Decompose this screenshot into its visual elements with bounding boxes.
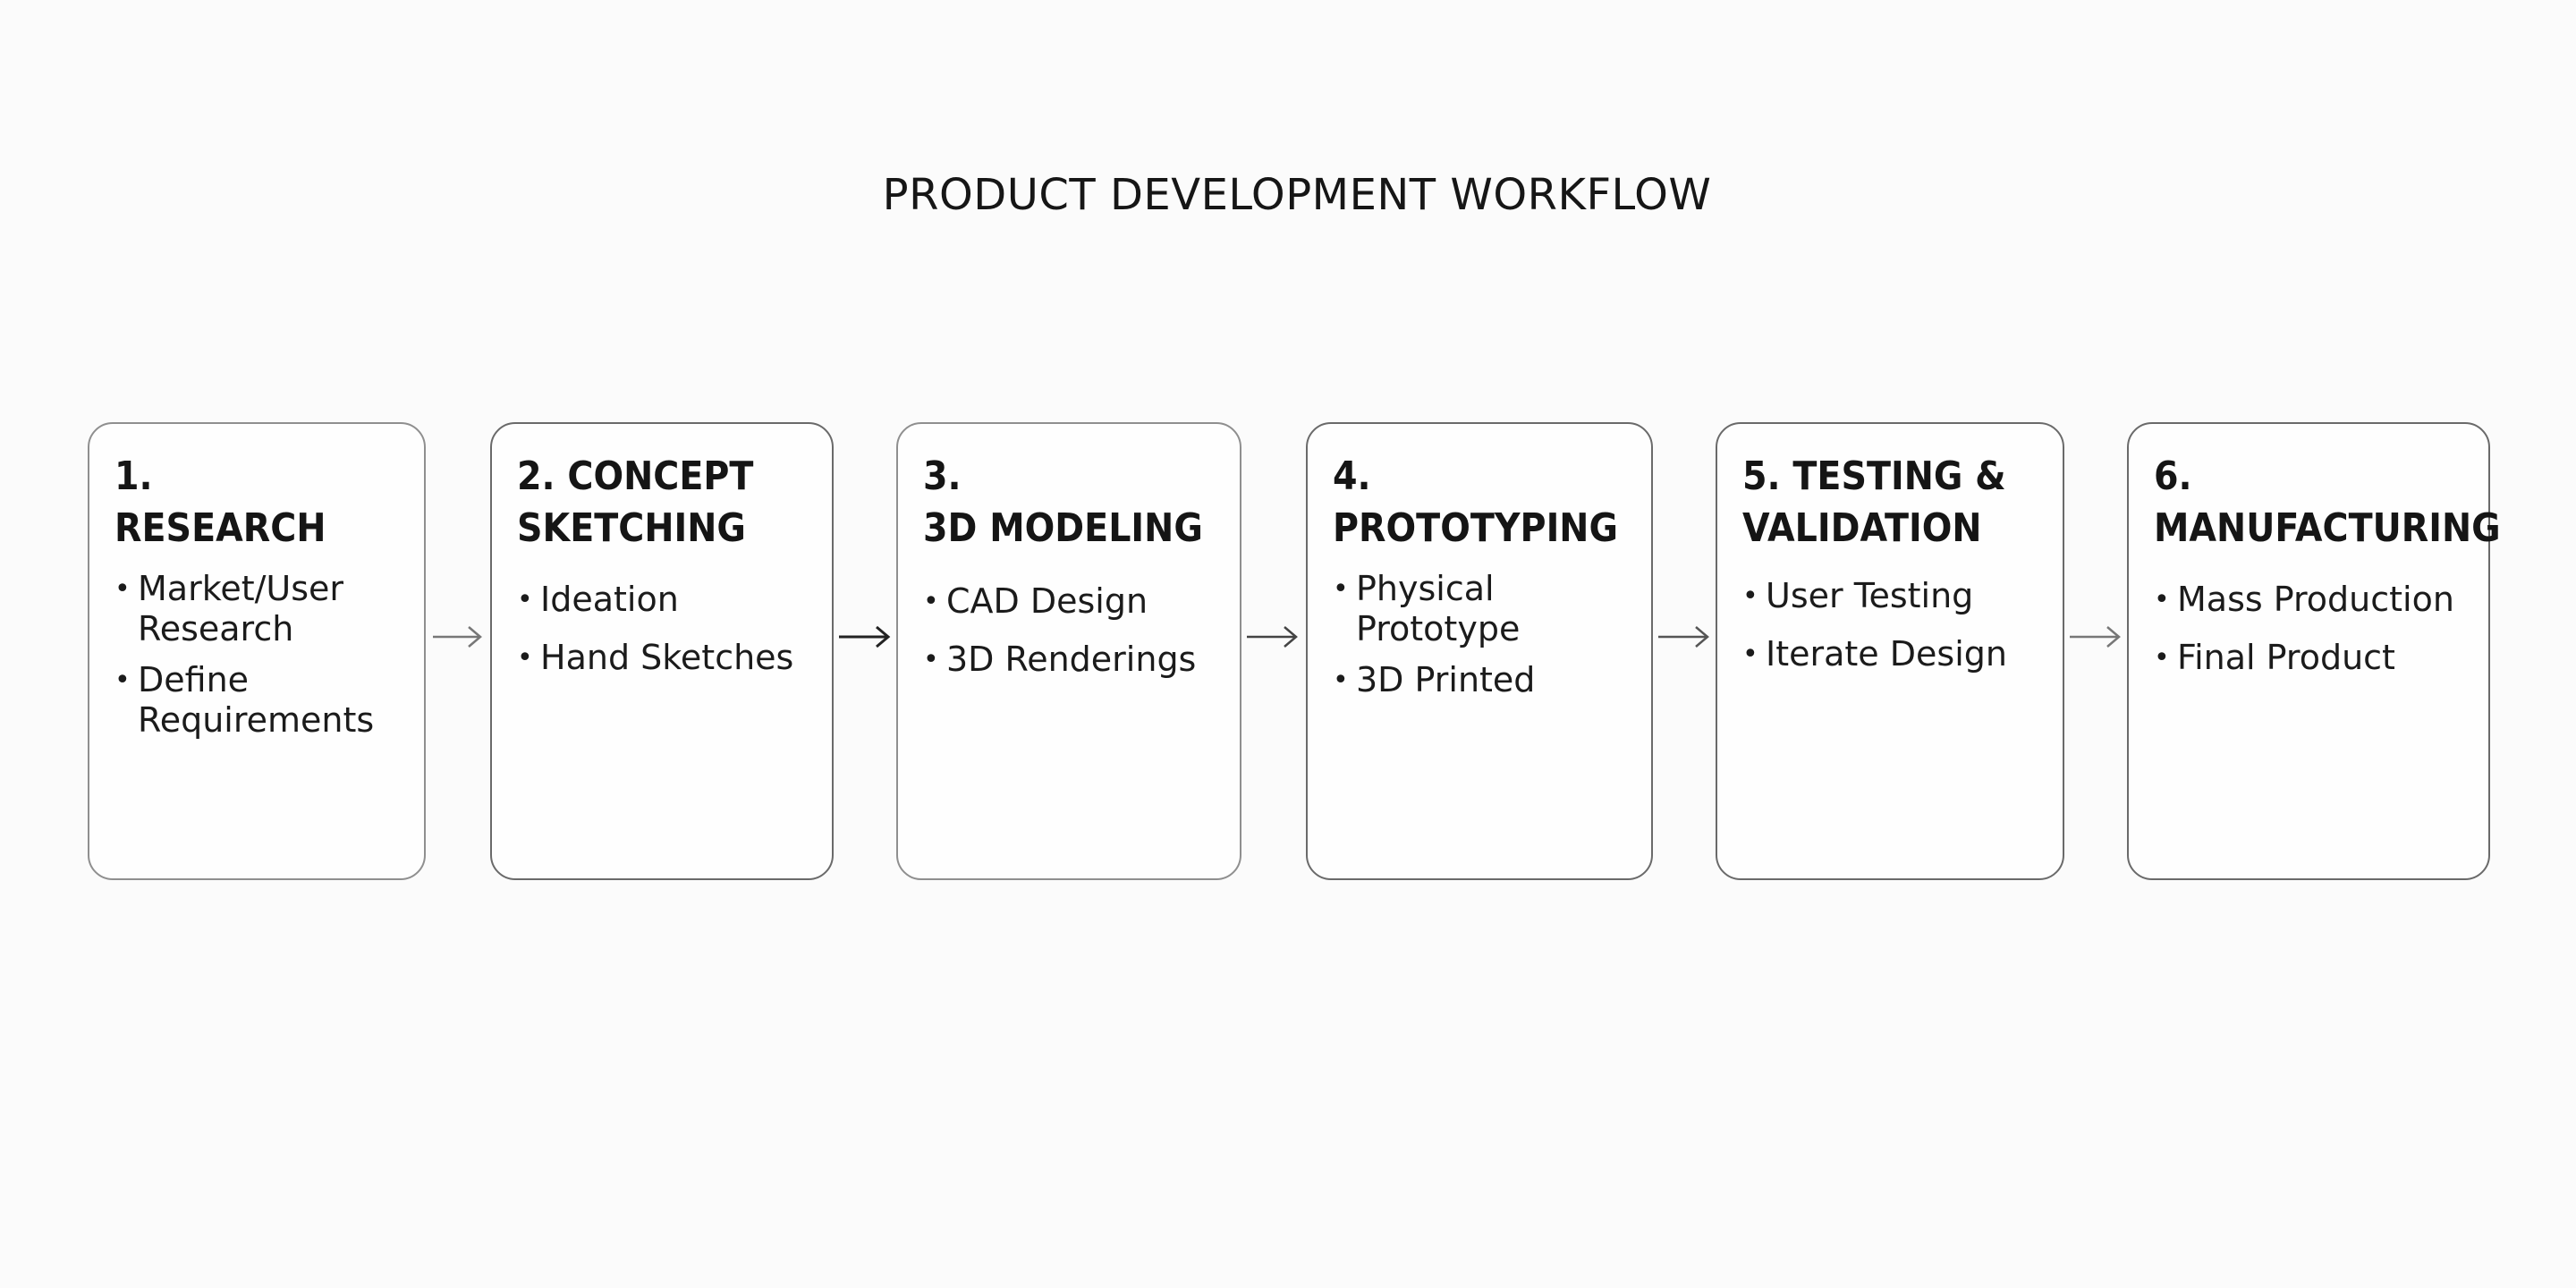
- bullet-text: User Testing: [1766, 576, 1974, 615]
- bullet-dot: •: [1333, 665, 1349, 696]
- step-bullet: •User Testing: [1742, 576, 2038, 616]
- bullet-dot: •: [2154, 642, 2170, 674]
- step-bullet-list: •CAD Design •3D Renderings: [923, 581, 1215, 680]
- bullet-dot: •: [114, 665, 131, 696]
- bullet-text: Market/User Research: [138, 569, 344, 648]
- bullet-dot: •: [923, 586, 939, 617]
- bullet-dot: •: [114, 573, 131, 605]
- step-manufacturing: 6. MANUFACTURING •Mass Production •Final…: [2127, 422, 2501, 880]
- step-bullet: •Define Requirements: [114, 660, 399, 741]
- step-bullet: •Market/User Research: [114, 569, 399, 649]
- step-bullet: •3D Renderings: [923, 640, 1215, 680]
- step-concept-sketching: 2. CONCEPT SKETCHING •Ideation •Hand Ske…: [490, 422, 834, 880]
- bullet-dot: •: [517, 584, 533, 615]
- bullet-text: 3D Renderings: [946, 640, 1197, 679]
- step-title: 2. CONCEPT SKETCHING: [517, 453, 754, 551]
- step-testing-validation: 5. TESTING & VALIDATION •User Testing •I…: [1716, 422, 2064, 880]
- bullet-text: Define Requirements: [138, 660, 375, 740]
- bullet-text: 3D Printed: [1356, 660, 1536, 699]
- step-bullet-list: •User Testing •Iterate Design: [1742, 576, 2038, 674]
- bullet-dot: •: [1333, 573, 1349, 605]
- step-title: 6. MANUFACTURING: [2154, 453, 2501, 551]
- bullet-text: Ideation: [540, 580, 679, 619]
- bullet-dot: •: [1742, 639, 1758, 670]
- step-bullet: •Physical Prototype: [1333, 569, 1626, 649]
- bullet-text: Mass Production: [2177, 580, 2454, 619]
- step-research: 1. RESEARCH •Market/User Research •Defin…: [88, 422, 426, 880]
- step-bullet: • Iterate Design: [1742, 634, 2038, 674]
- arrow-right-icon: [433, 626, 482, 648]
- step-bullet-list: •Market/User Research •Define Requiremen…: [114, 569, 399, 741]
- arrow-right-icon: [1247, 626, 1298, 648]
- diagram-title: PRODUCT DEVELOPMENT WORKFLOW: [882, 170, 1712, 220]
- arrow-right-icon: [2070, 626, 2121, 648]
- step-bullet: •CAD Design: [923, 581, 1215, 622]
- step-title: 1. RESEARCH: [114, 453, 326, 551]
- bullet-dot: •: [2154, 584, 2170, 615]
- bullet-text: Final Product: [2177, 638, 2395, 677]
- bullet-dot: •: [1742, 580, 1758, 612]
- step-bullet-list: •Ideation •Hand Sketches: [517, 580, 807, 678]
- step-3d-modeling: 3. 3D MODELING •CAD Design •3D Rendering…: [896, 422, 1241, 880]
- arrow-right-icon: [1658, 626, 1709, 648]
- bullet-text: Hand Sketches: [540, 638, 794, 677]
- step-bullet-list: •Mass Production •Final Product: [2154, 580, 2463, 678]
- step-bullet-list: •Physical Prototype •3D Printed: [1333, 569, 1626, 700]
- step-bullet: •Final Product: [2154, 638, 2463, 678]
- bullet-text: Physical Prototype: [1356, 569, 1521, 648]
- step-title: 3. 3D MODELING: [923, 453, 1203, 551]
- arrow-right-icon: [839, 625, 891, 648]
- step-bullet: •3D Printed: [1333, 660, 1626, 700]
- step-prototyping: 4. PROTOTYPING •Physical Prototype •3D P…: [1306, 422, 1653, 880]
- bullet-text: CAD Design: [946, 581, 1148, 621]
- step-bullet: •Ideation: [517, 580, 807, 620]
- step-title: 5. TESTING & VALIDATION: [1742, 453, 2006, 551]
- step-bullet: •Mass Production: [2154, 580, 2463, 620]
- step-title: 4. PROTOTYPING: [1333, 453, 1618, 551]
- step-bullet: •Hand Sketches: [517, 638, 807, 678]
- bullet-dot: •: [923, 644, 939, 675]
- bullet-dot: •: [517, 642, 533, 674]
- bullet-text: Iterate Design: [1766, 634, 2007, 674]
